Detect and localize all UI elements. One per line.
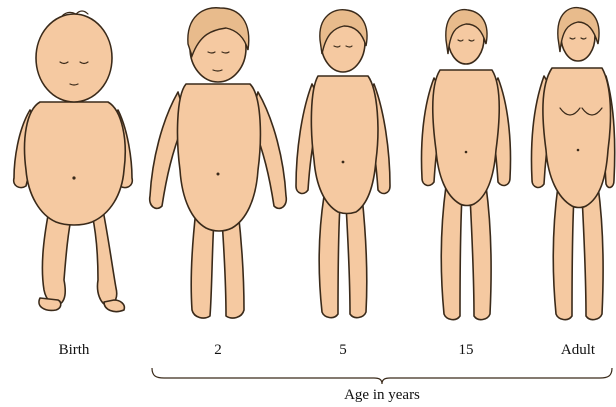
age-axis-label: Age in years (344, 387, 420, 404)
figure-age-2 (150, 8, 287, 318)
figure-age-5 (296, 10, 390, 318)
figure-birth (14, 11, 133, 312)
figure-adult (532, 8, 615, 320)
age-bracket (152, 368, 612, 384)
stage-label-adult: Adult (561, 342, 595, 359)
navel-icon (72, 176, 75, 179)
stage-label-5: 5 (339, 342, 347, 359)
stage-label-15: 15 (459, 342, 474, 359)
stage-label-2: 2 (214, 342, 222, 359)
figure-age-15 (422, 10, 511, 320)
stage-label-birth: Birth (59, 342, 90, 359)
